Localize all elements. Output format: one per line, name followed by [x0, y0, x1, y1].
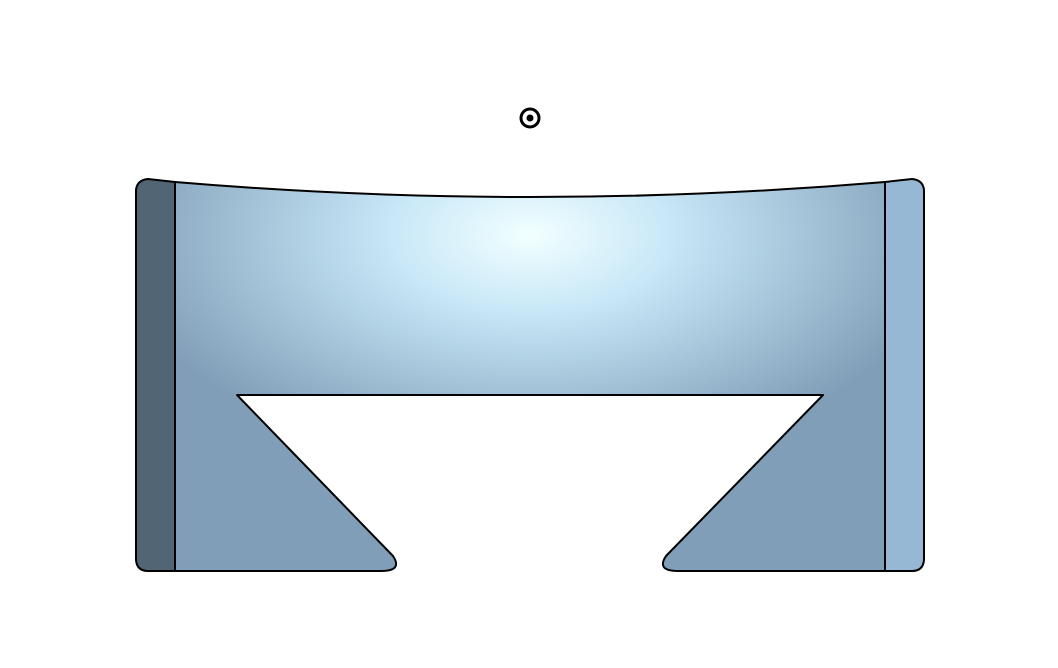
part-left-side-face[interactable] [135, 178, 176, 572]
part-right-side-face[interactable] [884, 178, 925, 572]
origin-point-icon[interactable] [519, 107, 541, 129]
part-front-face[interactable] [174, 181, 886, 572]
